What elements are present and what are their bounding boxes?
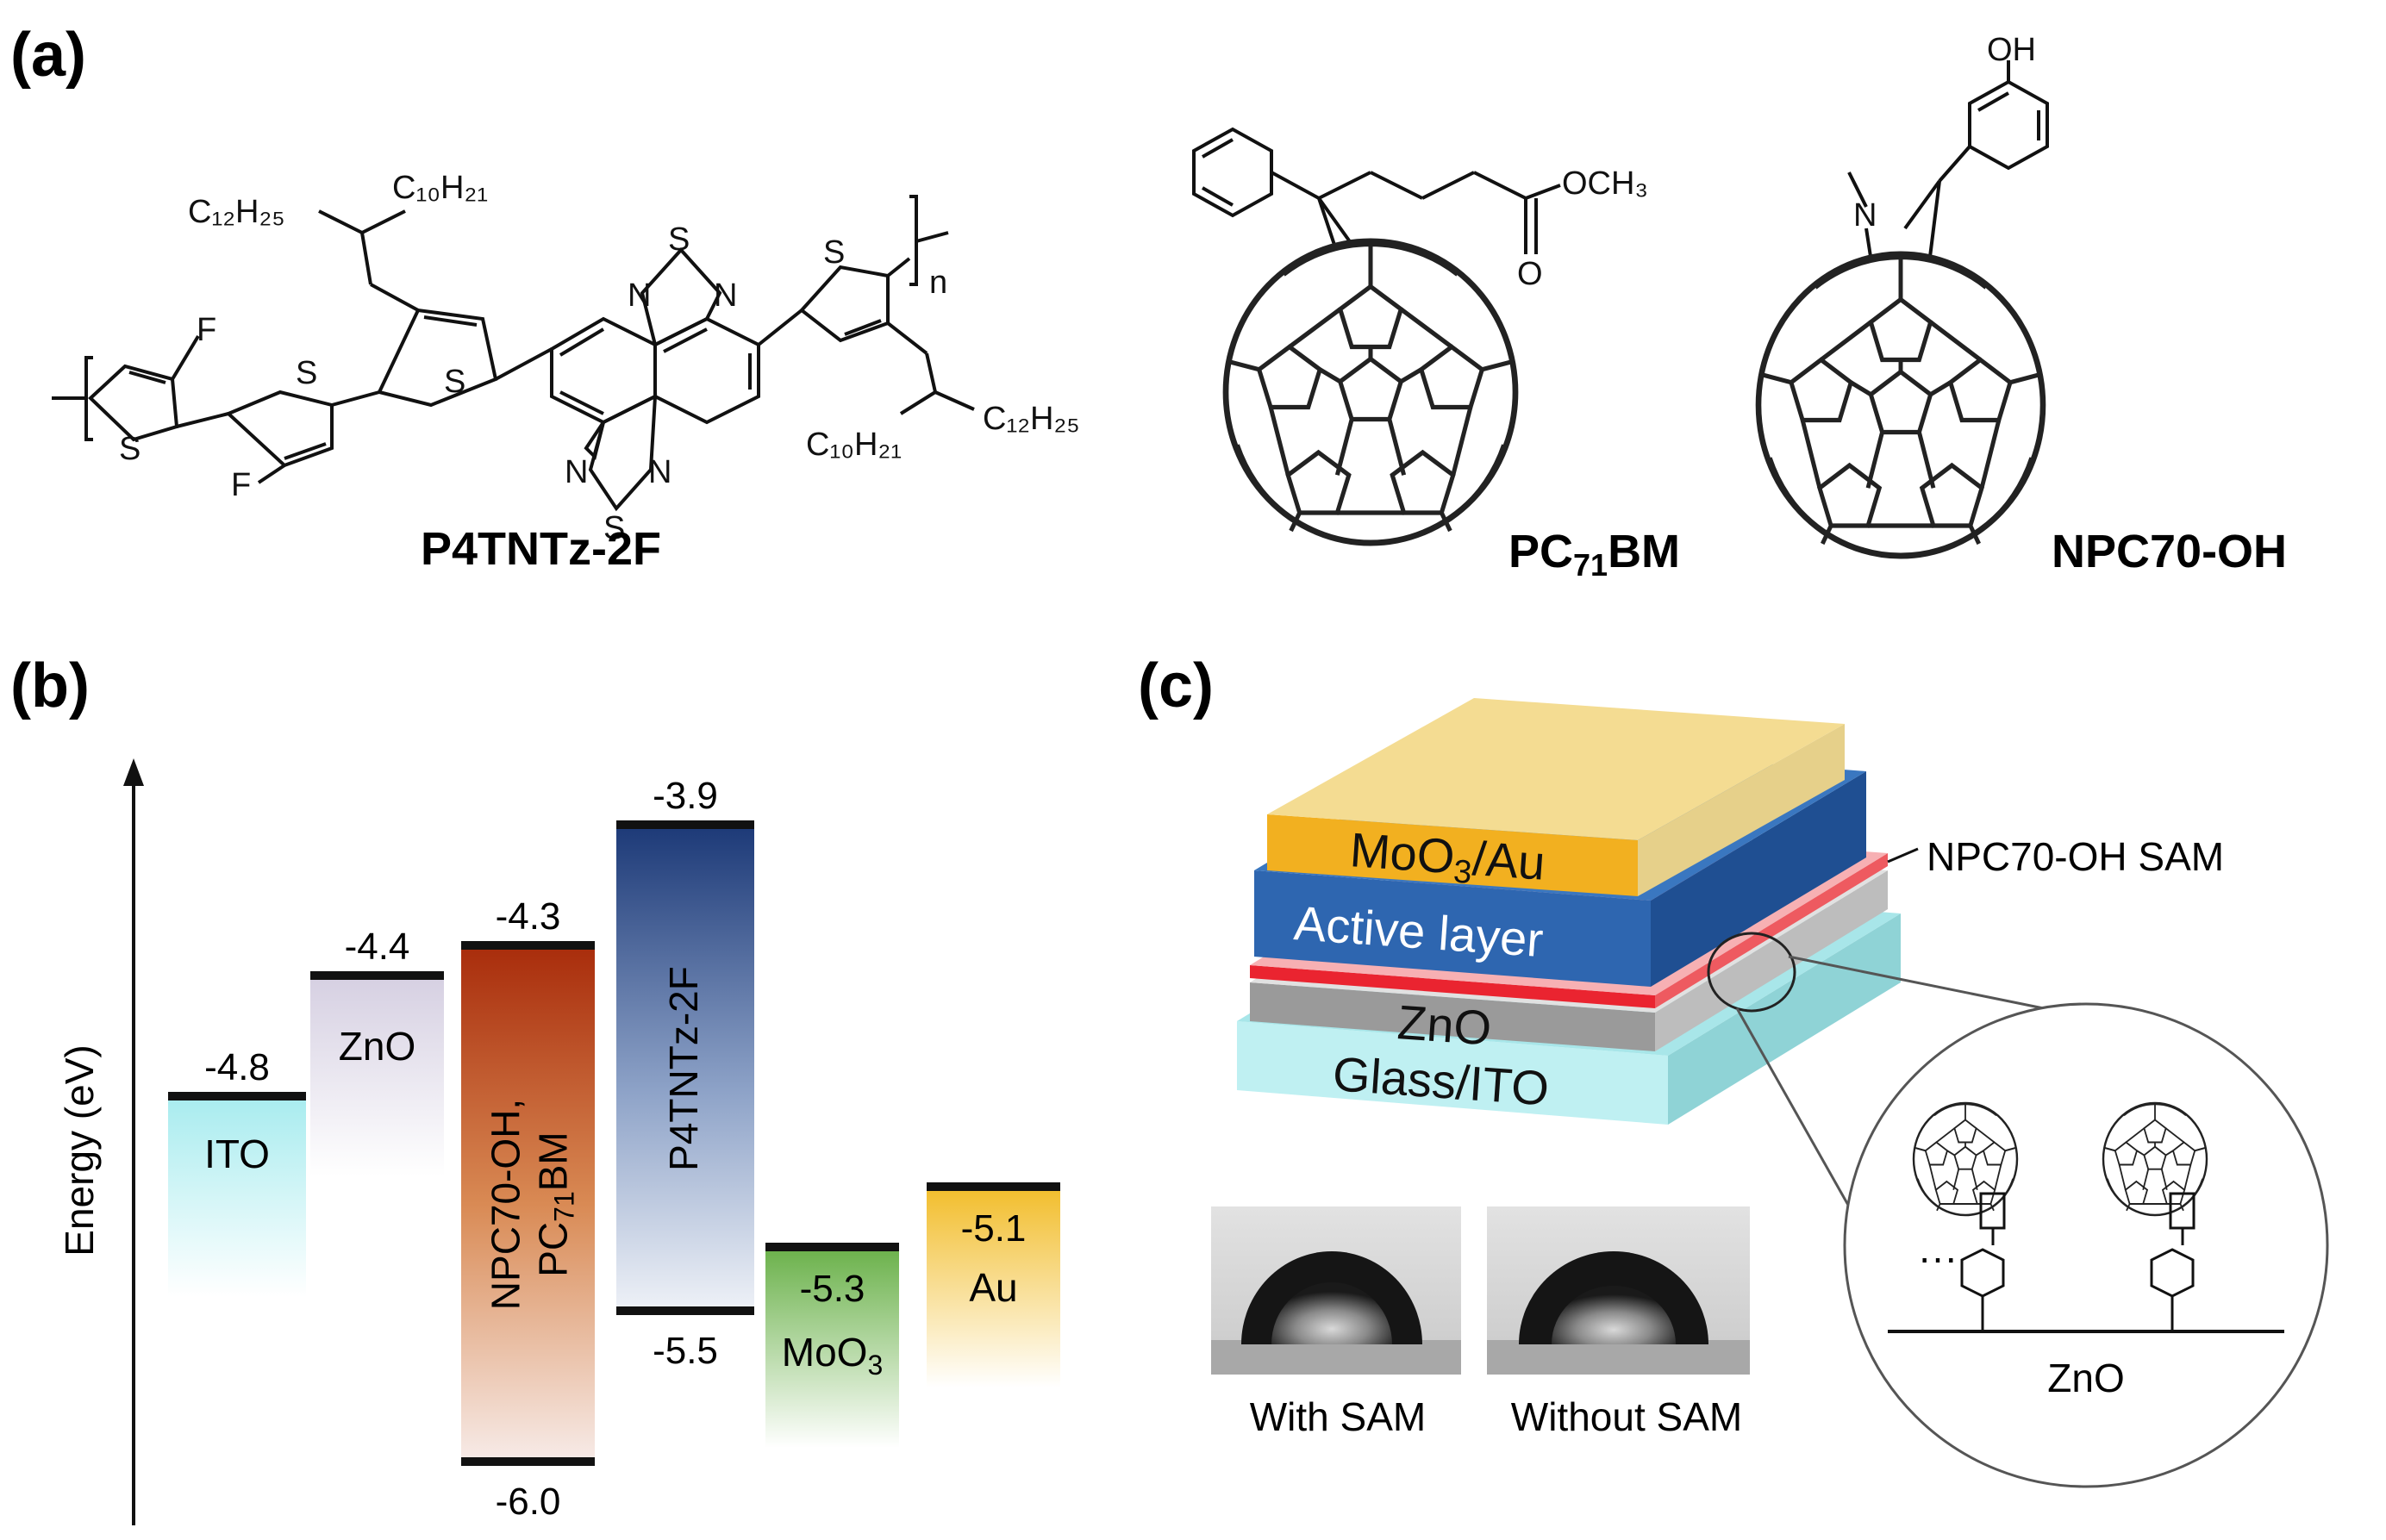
energy-level-label: -4.4 xyxy=(345,926,410,968)
atom-label: OH xyxy=(1987,32,2036,68)
name-suffix: BM xyxy=(1608,526,1680,577)
atom-label: OCH₃ xyxy=(1562,165,1648,202)
caption-without-sam: Without SAM xyxy=(1511,1394,1742,1439)
atom-label: C₁₂H₂₅ xyxy=(188,194,285,230)
atom-label: C₁₀H₂₁ xyxy=(806,427,902,463)
layer-zno-side xyxy=(1655,870,1888,1051)
layer-moo3-au-top xyxy=(1267,698,1845,840)
sam-callout-line xyxy=(1887,847,1919,864)
material-label-ito: ITO xyxy=(204,1132,270,1176)
atom-label: N xyxy=(565,454,588,490)
material-label-moo3: MoO3 xyxy=(782,1330,883,1381)
contact-angle-with-sam xyxy=(1211,1206,1461,1375)
panel-label-a: (a) xyxy=(10,21,86,90)
layer-sam-front xyxy=(1250,965,1655,1008)
atom-label: S xyxy=(823,234,845,271)
energy-level-line xyxy=(616,1306,754,1315)
atom-label: S xyxy=(603,510,625,546)
material-label-zno: ZnO xyxy=(339,1024,415,1069)
atom-label: S xyxy=(444,364,465,400)
energy-bar-npc xyxy=(461,948,595,1461)
zoom-line xyxy=(1788,955,2087,1019)
layer-label-moo3-au: MoO3/Au xyxy=(1348,822,1547,896)
energy-level-line xyxy=(461,941,595,950)
sam-inset: ··· ZnO xyxy=(1843,1002,2329,1488)
atom-label: S xyxy=(296,355,317,391)
energy-bar-au xyxy=(927,1189,1060,1387)
npc70-oh-structure xyxy=(1847,60,2049,285)
layer-active-side xyxy=(1651,771,1866,987)
layer-label-zno: ZnO xyxy=(1396,994,1493,1055)
material-label-npc: NPC70-OH,PC71BM xyxy=(484,1099,580,1310)
layer-label-sub: 3 xyxy=(1452,854,1473,891)
energy-level-line xyxy=(168,1092,306,1100)
atom-label: N xyxy=(628,277,651,314)
compound-name-p4tntz-2f: P4TNTz-2F xyxy=(421,523,661,575)
inset-ellipsis: ··· xyxy=(1918,1235,1958,1280)
energy-bar-zno xyxy=(310,978,444,1176)
layer-zno-front xyxy=(1250,982,1655,1051)
layer-sam-side xyxy=(1655,853,1888,1008)
contact-angle-without-sam xyxy=(1487,1206,1750,1375)
pc71bm-fullerene xyxy=(1226,241,1515,543)
compound-name-pc71bm: PC71BM xyxy=(1508,526,1680,583)
material-label-p4t: P4TNTz-2F xyxy=(661,966,706,1171)
panel-label-c: (c) xyxy=(1138,652,1214,720)
energy-level-label: -5.3 xyxy=(800,1268,865,1310)
atom-label: S xyxy=(119,431,141,467)
material-label-au: Au xyxy=(969,1265,1017,1310)
device-stack xyxy=(1237,698,1901,1125)
energy-axis-label: Energy (eV) xyxy=(57,1044,102,1256)
atom-label: F xyxy=(231,467,251,503)
energy-level-line xyxy=(616,820,754,829)
npc70-oh-fullerene xyxy=(1758,254,2043,556)
pc71bm-atoms: OCH₃ O xyxy=(1517,165,1648,292)
atom-label: F xyxy=(197,312,216,348)
compound-name-npc70-oh: NPC70-OH xyxy=(2052,526,2287,577)
energy-bar-ito xyxy=(168,1099,306,1297)
zoom-circle-small xyxy=(1707,932,1796,1013)
energy-level-line xyxy=(310,971,444,980)
panel-label-b: (b) xyxy=(10,652,90,720)
npc70-oh-atoms: OH N xyxy=(1853,32,2036,234)
caption-with-sam: With SAM xyxy=(1250,1394,1426,1439)
energy-axis xyxy=(123,758,144,1525)
atom-label: N xyxy=(714,277,737,314)
name-prefix: PC xyxy=(1508,526,1573,577)
atom-label: C₁₂H₂₅ xyxy=(983,401,1080,437)
energy-level-label: -5.5 xyxy=(653,1330,718,1372)
layer-moo3-au-side xyxy=(1638,724,1845,896)
name-subscript: 71 xyxy=(1573,547,1608,583)
inset-substrate-label: ZnO xyxy=(2047,1356,2124,1400)
energy-level-line xyxy=(461,1457,595,1466)
atom-label: N xyxy=(1853,197,1877,234)
energy-bar-moo3 xyxy=(765,1250,899,1448)
atom-label: O xyxy=(1517,256,1543,292)
energy-level-label: -3.9 xyxy=(653,775,718,817)
energy-bar-p4t xyxy=(616,827,754,1310)
atom-label: C₁₀H₂₁ xyxy=(392,170,488,206)
atom-label: S xyxy=(668,221,690,258)
zoom-line xyxy=(1735,1007,1851,1207)
p4tntz-2f-atoms: C₁₂H₂₅ C₁₀H₂₁ F F S S S S S S N N N N n … xyxy=(119,170,1080,546)
energy-level-label: -4.3 xyxy=(496,895,561,938)
layer-label-suffix: /Au xyxy=(1471,831,1546,890)
energy-level-line xyxy=(927,1182,1060,1191)
layer-moo3-au-front xyxy=(1267,814,1638,896)
sam-callout-label: NPC70-OH SAM xyxy=(1927,834,2224,879)
energy-level-label: -6.0 xyxy=(496,1481,561,1523)
energy-level-line xyxy=(765,1243,899,1251)
layer-active-front xyxy=(1254,870,1651,987)
energy-level-label: -4.8 xyxy=(204,1046,270,1088)
atom-label: n xyxy=(929,265,947,301)
atom-label: N xyxy=(648,454,671,490)
layer-label-prefix: MoO xyxy=(1348,822,1456,883)
p4tntz-2f-structure xyxy=(52,195,975,512)
energy-level-label: -5.1 xyxy=(961,1207,1027,1250)
